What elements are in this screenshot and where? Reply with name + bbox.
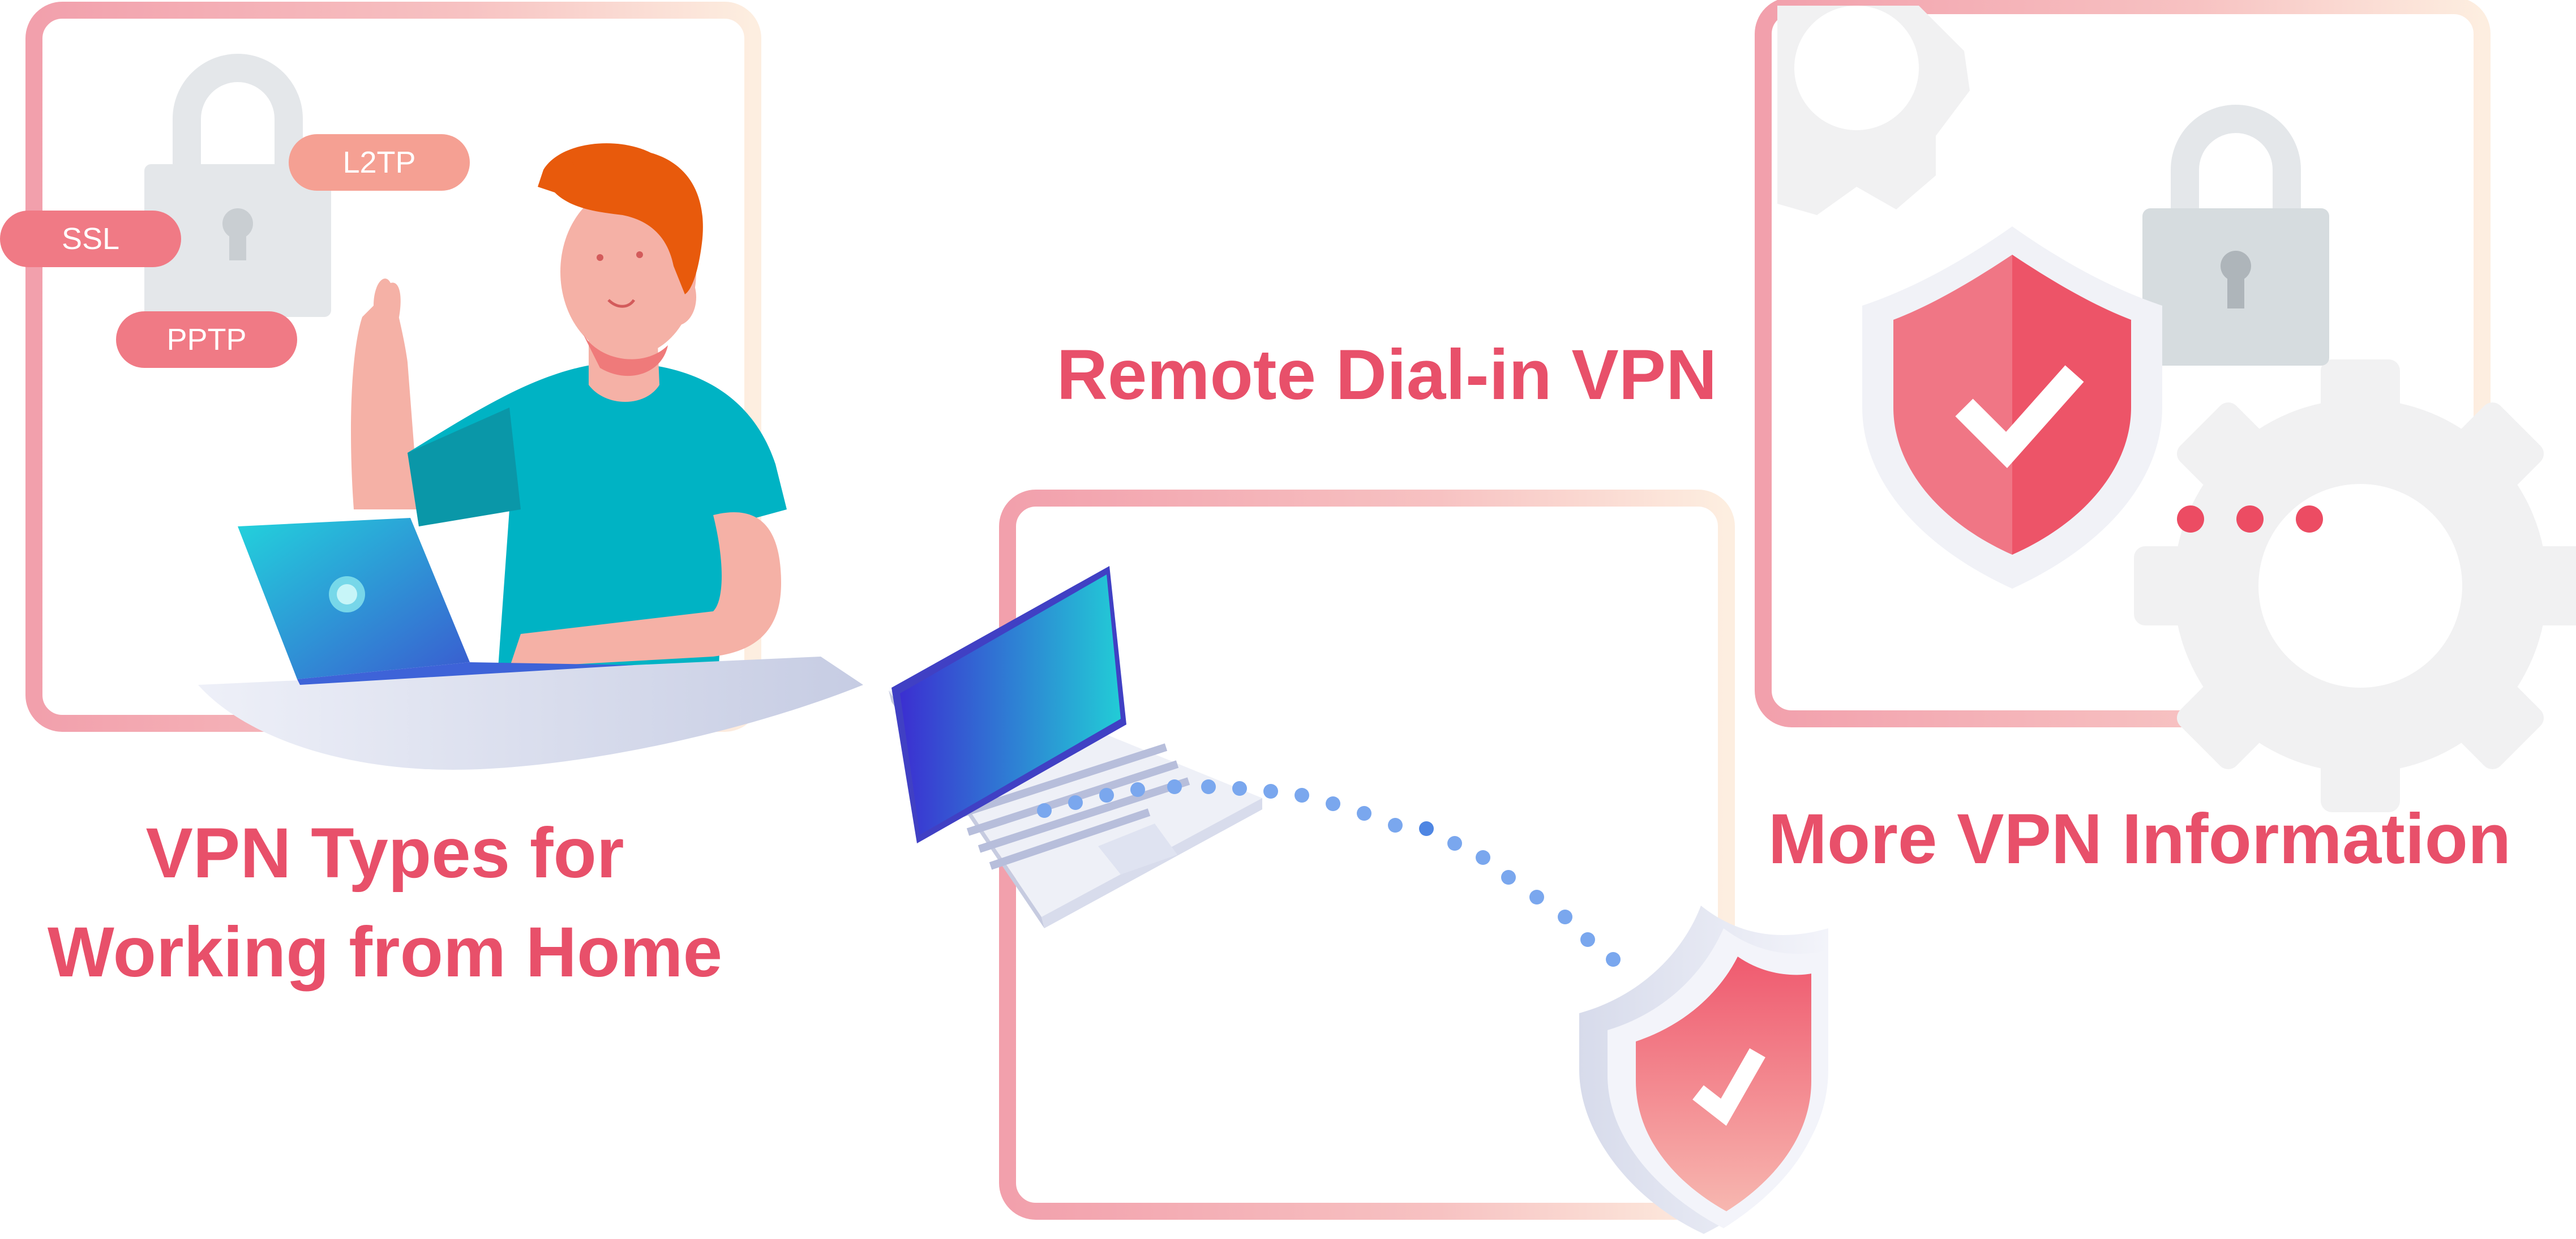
gear-icon	[1777, 6, 1970, 215]
section-title-line: VPN Types for	[145, 814, 624, 893]
tag-ssl: SSL	[0, 211, 181, 267]
tag-ssl-label: SSL	[62, 222, 119, 256]
desk	[198, 657, 863, 770]
section-title-remote-dial-in[interactable]: Remote Dial-in VPN	[1056, 336, 1717, 414]
laptop-icon	[238, 518, 634, 685]
section-title-more-info[interactable]: More VPN Information	[1768, 800, 2511, 878]
shield-check-icon	[1862, 226, 2162, 589]
connection-path	[1037, 779, 1621, 967]
tag-pptp-label: PPTP	[166, 323, 246, 357]
lock-icon	[144, 54, 331, 317]
section-title-line: Working from Home	[47, 913, 723, 992]
tag-l2tp-label: L2TP	[342, 145, 415, 179]
tag-l2tp: L2TP	[289, 134, 470, 191]
shield-check-icon	[1579, 906, 1828, 1234]
laptop-icon	[889, 566, 1262, 928]
person-illustration	[351, 143, 787, 668]
section-title-vpn-types[interactable]: VPN Types for Working from Home	[45, 804, 725, 1002]
gear-icon	[2134, 359, 2576, 812]
frame-right	[1755, 0, 2491, 727]
lock-icon	[2142, 105, 2329, 366]
ellipsis-icon	[2177, 505, 2323, 533]
tag-pptp: PPTP	[116, 311, 297, 368]
